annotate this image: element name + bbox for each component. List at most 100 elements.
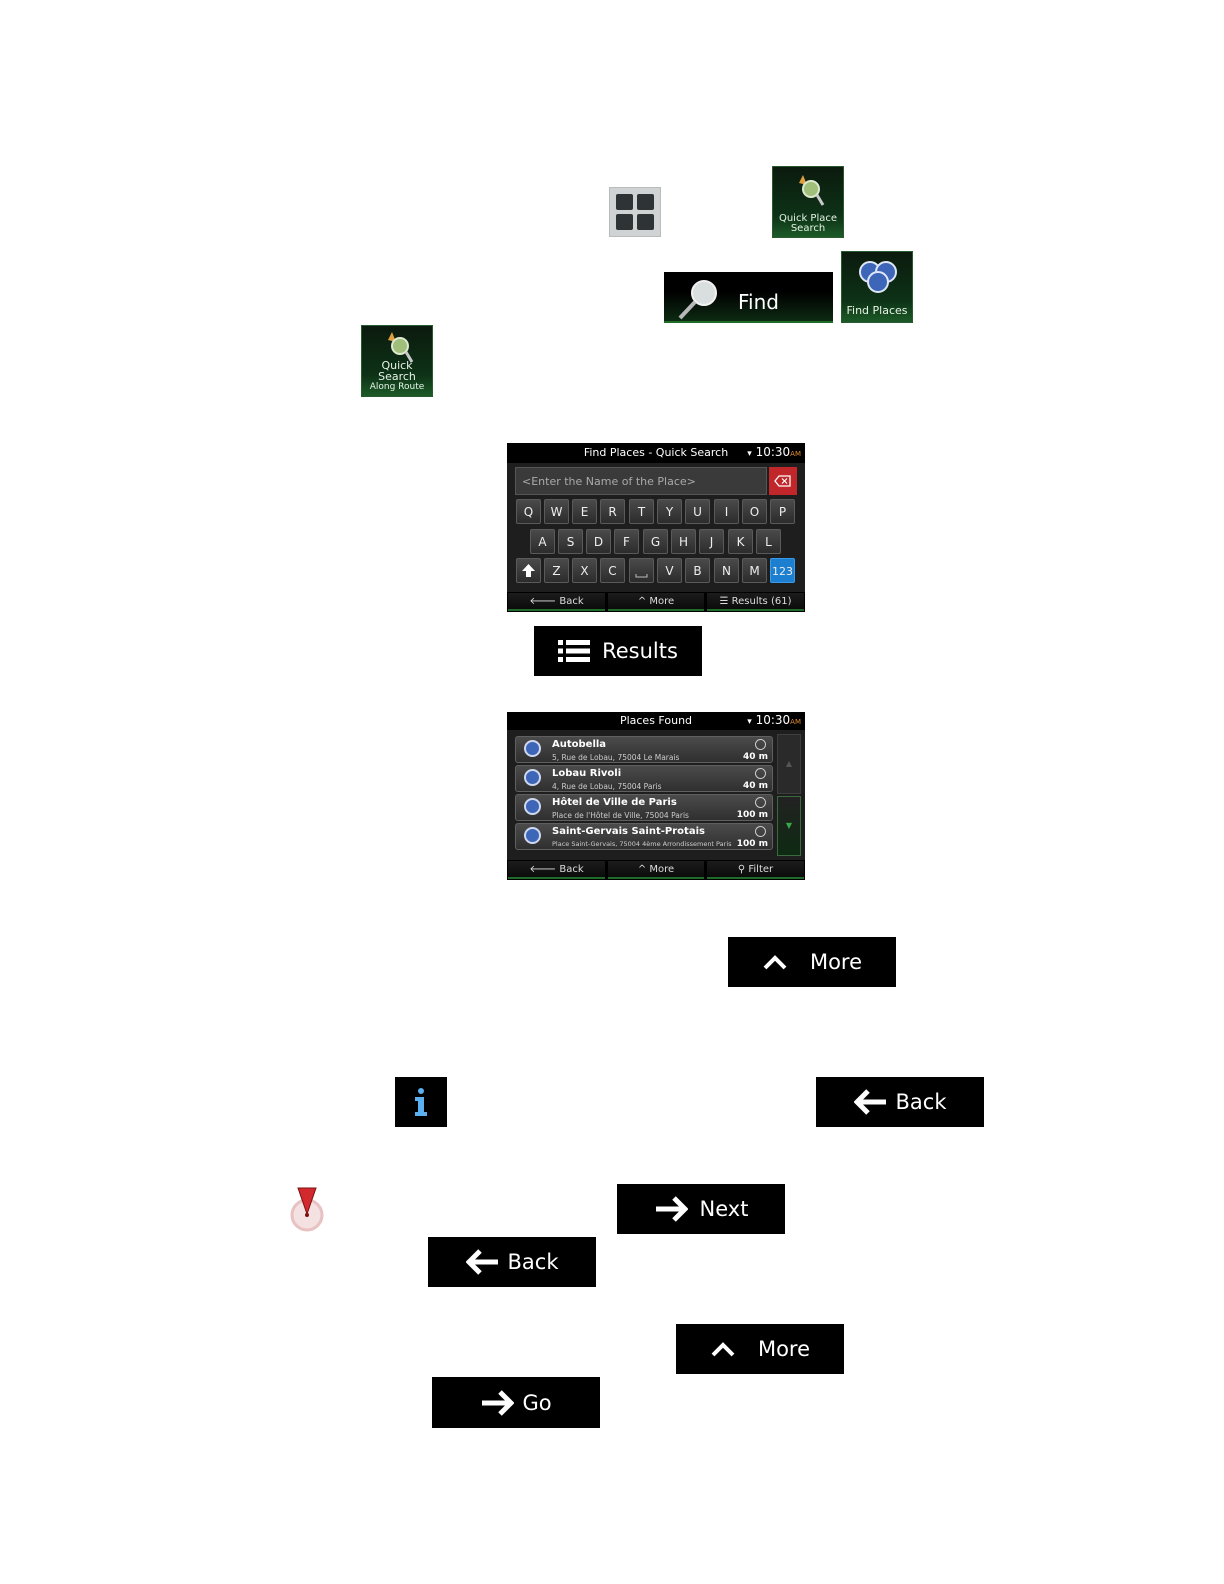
space-icon xyxy=(635,574,648,578)
find-button[interactable]: Find xyxy=(664,272,833,323)
results-button[interactable]: ☰ Results (61) xyxy=(707,593,804,611)
key-g[interactable]: G xyxy=(643,529,668,554)
key-h[interactable]: H xyxy=(671,529,696,554)
quick-search-along-route-button[interactable]: Quick Search Along Route xyxy=(361,325,433,397)
results-button[interactable]: Results xyxy=(534,626,702,676)
key-u[interactable]: U xyxy=(685,499,710,524)
places-found-screen: Places Found ▾ 10:30AM Autobella 5, Rue … xyxy=(507,712,805,880)
key-d[interactable]: D xyxy=(586,529,611,554)
chevron-up-icon xyxy=(762,954,788,970)
more-button[interactable]: ^ More xyxy=(608,861,704,879)
chevron-up-icon: ^ xyxy=(637,596,647,607)
key-x[interactable]: X xyxy=(572,558,597,583)
more-button[interactable]: More xyxy=(728,937,896,987)
chevron-up-icon xyxy=(710,1341,736,1357)
direction-icon xyxy=(755,826,766,837)
key-t[interactable]: T xyxy=(629,499,654,524)
place-name-input[interactable]: <Enter the Name of the Place> xyxy=(515,467,767,495)
menu-grid-icon[interactable] xyxy=(609,187,661,237)
magnifier-icon xyxy=(799,175,825,206)
more-label: More xyxy=(649,596,675,607)
arrow-right-icon xyxy=(480,1389,515,1416)
back-label: Back xyxy=(895,1090,947,1114)
chevron-up-icon: ^ xyxy=(637,864,647,875)
tile-label-line2: Along Route xyxy=(369,382,425,392)
place-distance: 100 m xyxy=(736,810,768,820)
place-address: 4, Rue de Lobau, 75004 Paris xyxy=(552,782,662,791)
key-r[interactable]: R xyxy=(600,499,625,524)
place-distance: 40 m xyxy=(742,752,768,762)
key-s[interactable]: S xyxy=(558,529,583,554)
key-f[interactable]: F xyxy=(614,529,639,554)
more-button[interactable]: ^ More xyxy=(608,593,704,611)
key-q[interactable]: Q xyxy=(516,499,541,524)
back-button[interactable]: Back xyxy=(816,1077,984,1127)
key-a[interactable]: A xyxy=(530,529,555,554)
magnifier-icon xyxy=(388,332,414,363)
list-item[interactable]: Autobella 5, Rue de Lobau, 75004 Le Mara… xyxy=(515,736,773,763)
more-label: More xyxy=(757,1337,811,1361)
key-c[interactable]: C xyxy=(600,558,625,583)
list-item[interactable]: Saint-Gervais Saint-Protais Place Saint-… xyxy=(515,823,773,850)
screen-title: Find Places - Quick Search xyxy=(583,446,729,459)
find-places-button[interactable]: Find Places xyxy=(841,251,913,323)
church-pin-icon xyxy=(524,827,541,844)
list-item[interactable]: Lobau Rivoli 4, Rue de Lobau, 75004 Pari… xyxy=(515,765,773,792)
key-n[interactable]: N xyxy=(714,558,739,583)
quick-place-search-button[interactable]: Quick Place Search xyxy=(772,166,844,238)
time: 10:30 xyxy=(755,445,791,459)
key-e[interactable]: E xyxy=(572,499,597,524)
back-arrow-icon: 🡐 xyxy=(529,864,557,875)
place-address: Place Saint-Gervais, 75004 4ème Arrondis… xyxy=(552,840,732,848)
more-label: More xyxy=(649,864,675,875)
key-v[interactable]: V xyxy=(657,558,682,583)
place-distance: 100 m xyxy=(736,839,768,849)
go-label: Go xyxy=(522,1390,552,1415)
direction-icon xyxy=(755,768,766,779)
parking-pin-icon xyxy=(524,769,541,786)
back-button[interactable]: 🡐 Back xyxy=(508,861,605,879)
key-b[interactable]: B xyxy=(685,558,710,583)
quick-search-screen: Find Places - Quick Search ▾ 10:30AM <En… xyxy=(507,443,805,612)
more-label: More xyxy=(809,950,863,974)
place-name: Hôtel de Ville de Paris xyxy=(552,797,677,808)
title-bar: Find Places - Quick Search ▾ 10:30AM xyxy=(507,443,805,463)
key-j[interactable]: J xyxy=(699,529,724,554)
shift-key[interactable] xyxy=(516,558,541,583)
space-key[interactable] xyxy=(629,558,654,583)
back-button[interactable]: Back xyxy=(428,1237,596,1287)
scroll-down-button[interactable]: ▼ xyxy=(777,796,801,856)
filter-button[interactable]: ⚲ Filter xyxy=(707,861,804,879)
scroll-down-icon: ▼ xyxy=(785,821,793,830)
numbers-key[interactable]: 123 xyxy=(770,558,795,583)
back-arrow-icon: 🡐 xyxy=(529,596,557,607)
results-label: Results xyxy=(602,639,678,663)
key-w[interactable]: W xyxy=(544,499,569,524)
key-k[interactable]: K xyxy=(728,529,753,554)
more-button[interactable]: More xyxy=(676,1324,844,1374)
key-y[interactable]: Y xyxy=(657,499,682,524)
direction-icon xyxy=(755,797,766,808)
key-o[interactable]: O xyxy=(742,499,767,524)
place-name: Saint-Gervais Saint-Protais xyxy=(552,826,705,837)
key-z[interactable]: Z xyxy=(544,558,569,583)
places-icon xyxy=(859,261,897,293)
back-label: Back xyxy=(559,864,584,875)
scroll-up-button[interactable]: ▲ xyxy=(777,734,801,794)
key-i[interactable]: I xyxy=(714,499,739,524)
place-address: 5, Rue de Lobau, 75004 Le Marais xyxy=(552,753,680,762)
backspace-button[interactable] xyxy=(769,467,797,495)
scroll-up-icon: ▲ xyxy=(785,759,793,768)
key-m[interactable]: M xyxy=(742,558,767,583)
list-item[interactable]: Hôtel de Ville de Paris Place de l'Hôtel… xyxy=(515,794,773,821)
key-l[interactable]: L xyxy=(756,529,781,554)
go-button[interactable]: Go xyxy=(432,1377,600,1428)
info-icon[interactable] xyxy=(395,1077,447,1127)
place-distance: 40 m xyxy=(742,781,768,791)
back-button[interactable]: 🡐 Back xyxy=(508,593,605,611)
results-label: Results (61) xyxy=(731,596,792,607)
find-label: Find xyxy=(738,290,779,314)
next-button[interactable]: Next xyxy=(617,1184,785,1234)
key-p[interactable]: P xyxy=(770,499,795,524)
place-address: Place de l'Hôtel de Ville, 75004 Paris xyxy=(552,811,689,820)
